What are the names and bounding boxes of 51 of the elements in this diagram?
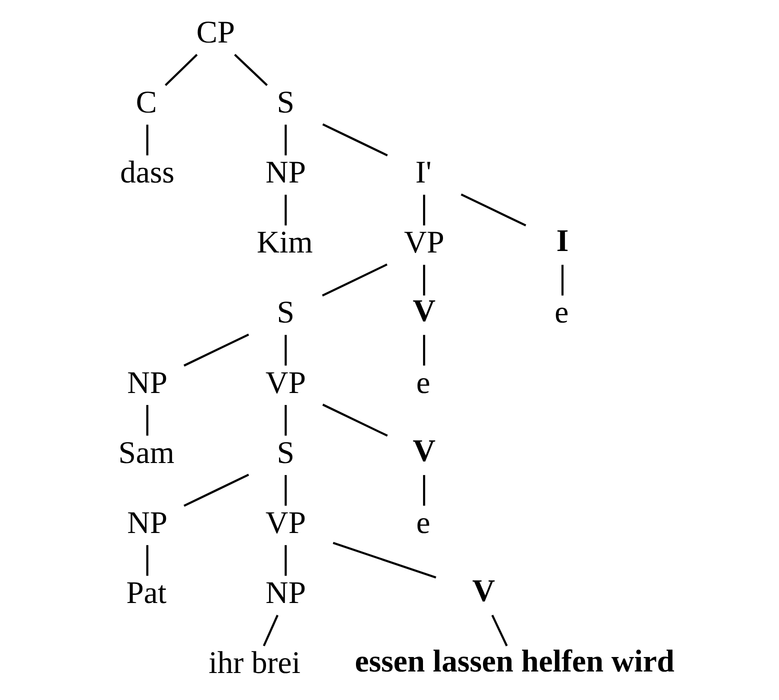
connector xyxy=(284,404,287,436)
connector xyxy=(491,614,508,646)
node-text: I xyxy=(556,222,569,258)
connector xyxy=(184,474,250,507)
connector xyxy=(146,404,148,436)
connector xyxy=(184,334,250,367)
connector xyxy=(164,54,198,86)
node-text: ihr brei xyxy=(208,645,301,680)
node-text: V xyxy=(472,573,496,608)
connector xyxy=(284,124,287,156)
connector xyxy=(332,542,436,578)
node-text: NP xyxy=(266,574,306,610)
connector xyxy=(146,545,148,576)
node-text: V xyxy=(412,433,436,468)
node-text: e xyxy=(416,364,430,400)
node-text: dass xyxy=(120,154,174,190)
node-text: NP xyxy=(127,364,168,400)
connector xyxy=(460,193,526,226)
connector xyxy=(423,194,426,226)
connector xyxy=(322,264,388,296)
node-text: VP xyxy=(404,224,444,260)
connector xyxy=(423,264,426,296)
node-text: S xyxy=(276,434,294,470)
node-text: essen lassen helfen wird xyxy=(354,643,674,678)
node-text: Sam xyxy=(118,434,174,470)
connector xyxy=(284,475,287,506)
node-text: Pat xyxy=(126,574,167,610)
node-text: V xyxy=(412,292,436,328)
node-text: C xyxy=(136,84,157,120)
connector xyxy=(146,124,148,156)
connector xyxy=(284,334,287,366)
connector xyxy=(322,404,388,437)
connector xyxy=(322,123,388,156)
connector xyxy=(561,264,564,296)
connector xyxy=(262,614,279,646)
connector xyxy=(284,194,287,226)
node-text: CP xyxy=(196,14,235,50)
connector xyxy=(423,475,426,506)
node-text: I' xyxy=(415,154,432,190)
connector xyxy=(423,334,426,366)
connector xyxy=(234,54,268,86)
connector xyxy=(284,545,287,576)
node-text: e xyxy=(416,504,430,540)
node-text: VP xyxy=(266,504,306,540)
node-text: S xyxy=(276,84,294,120)
node-text: e xyxy=(554,294,569,330)
node-text: NP xyxy=(127,504,168,540)
node-text: VP xyxy=(266,364,306,400)
node-text: NP xyxy=(266,154,306,190)
node-text: S xyxy=(276,294,294,330)
node-text: Kim xyxy=(256,224,313,260)
